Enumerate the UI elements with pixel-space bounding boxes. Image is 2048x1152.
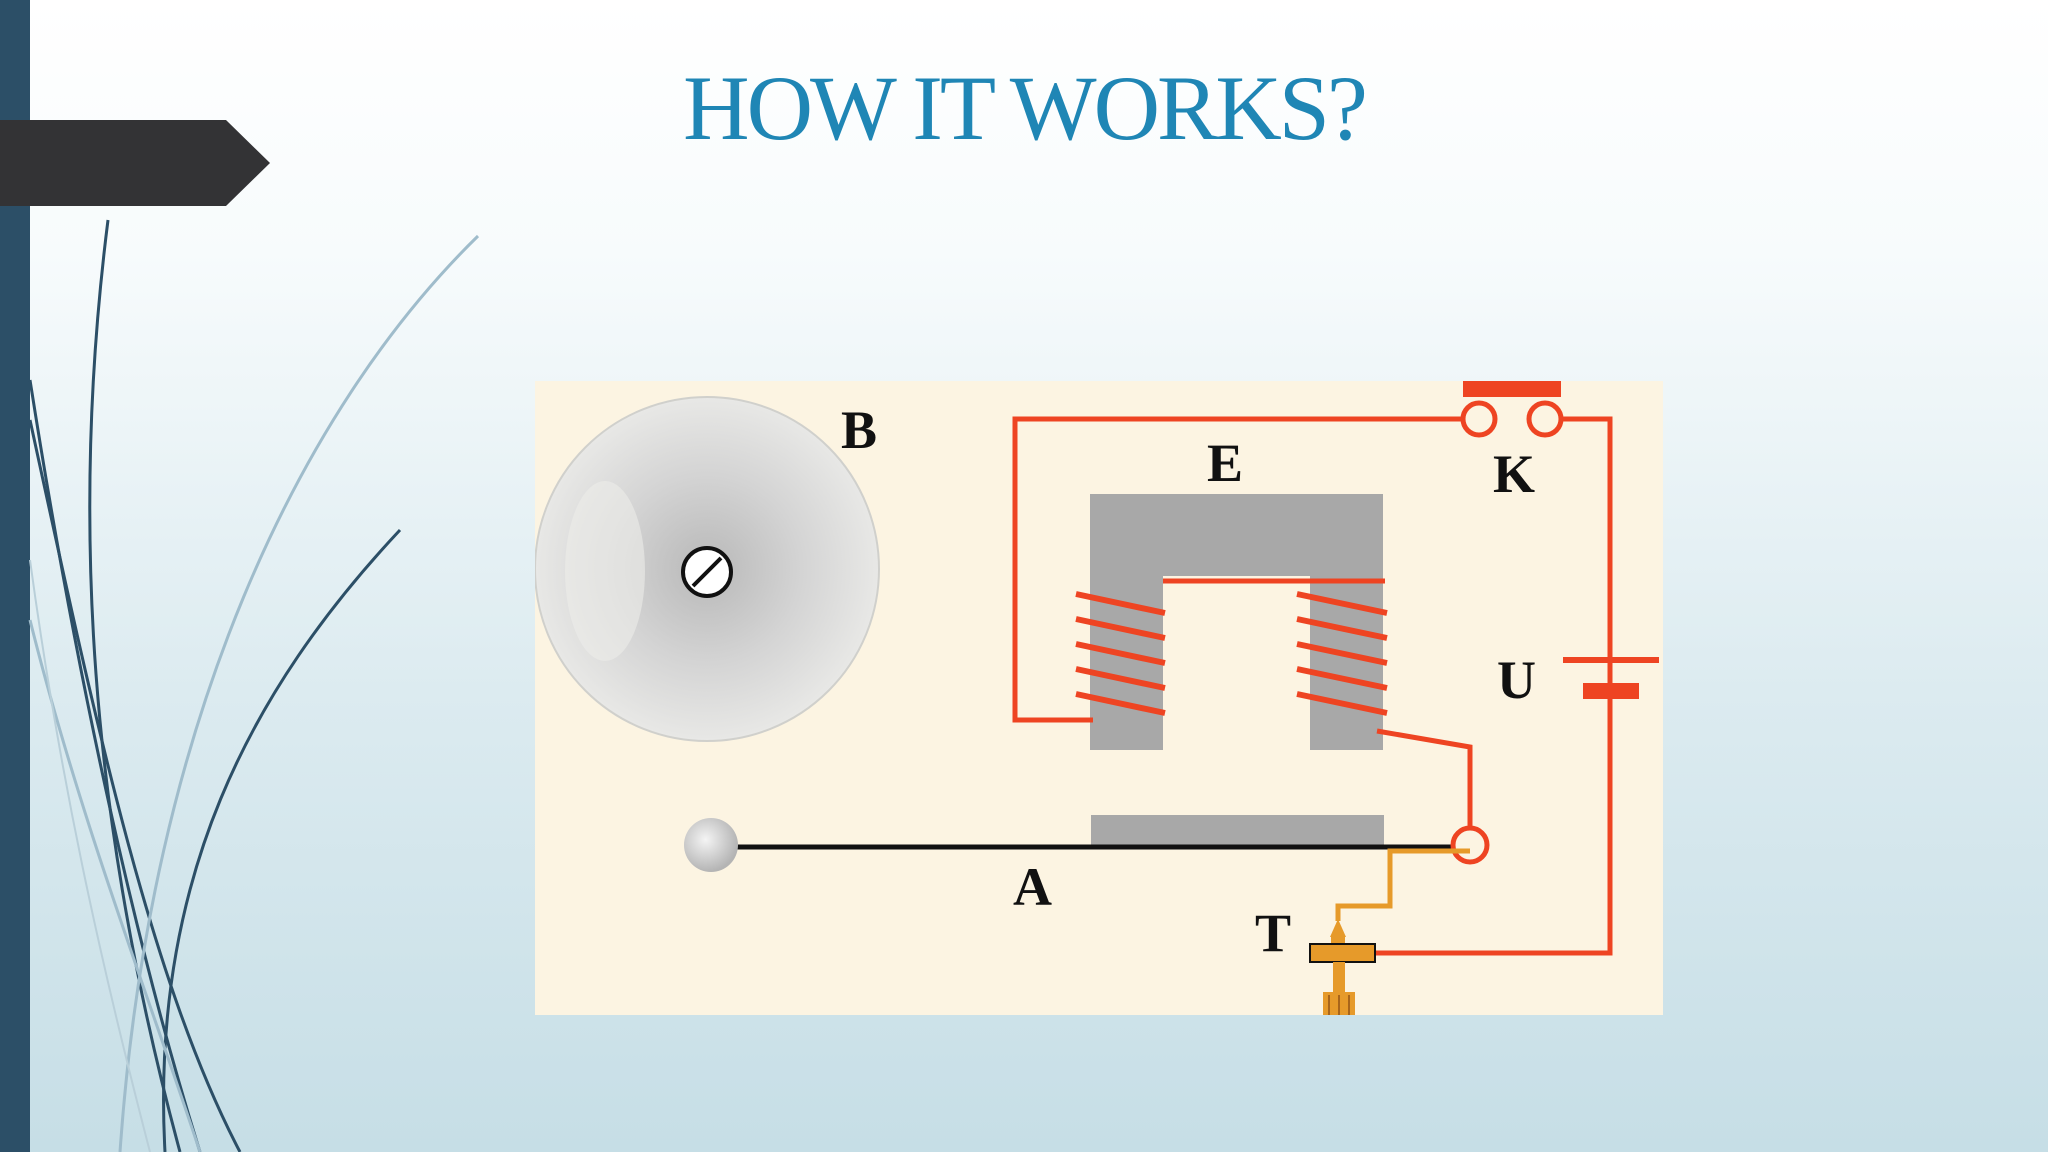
electric-bell-diagram: B E K U A T (535, 381, 1663, 1015)
label-electromagnet: E (1207, 433, 1243, 493)
title-arrow-tab (0, 120, 270, 206)
slide-title: HOW IT WORKS? (683, 57, 1368, 159)
pivot-terminal (1450, 825, 1490, 865)
electromagnet-core (1090, 494, 1383, 750)
label-switch: K (1493, 444, 1535, 504)
left-coil (1075, 591, 1166, 716)
bell (535, 396, 880, 742)
push-switch (1460, 381, 1564, 438)
hammer-ball (684, 818, 738, 872)
decorative-curves (28, 219, 480, 1152)
contact-screw (1309, 848, 1470, 1015)
label-contact-screw: T (1255, 903, 1291, 963)
label-armature: A (1013, 857, 1052, 917)
label-voltage-source: U (1497, 650, 1536, 710)
battery-symbol (1563, 657, 1659, 699)
armature-plate (1091, 815, 1384, 845)
label-bell: B (841, 400, 877, 460)
right-coil (1296, 591, 1388, 716)
